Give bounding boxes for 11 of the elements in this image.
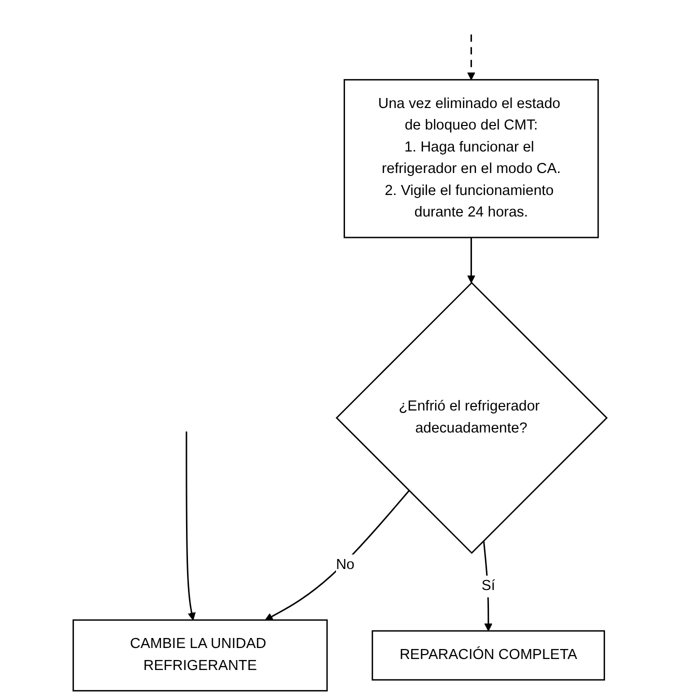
arrow [264,490,410,620]
node-diamond [336,282,608,554]
arrow [467,34,476,80]
edge-label: Sí [482,578,496,594]
arrow [186,432,196,620]
arrow [467,238,476,284]
arrow [482,540,492,632]
node-box [72,619,328,692]
edge-label: No [336,557,354,573]
node-box [344,79,599,238]
node-box [372,630,606,681]
